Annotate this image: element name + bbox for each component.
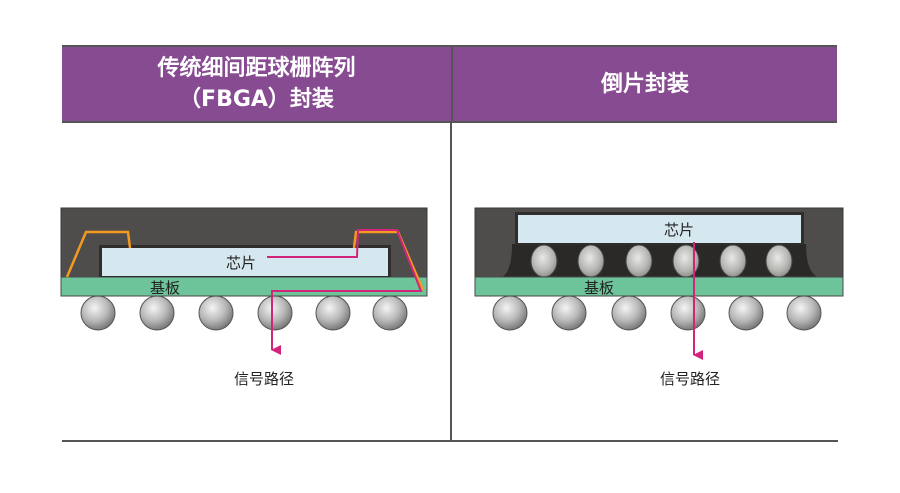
solder-ball [492,295,528,331]
solder-ball [315,295,351,331]
fbga-signal-path-label: 信号路径 [234,370,294,388]
solder-ball [80,295,116,331]
flip-chip-package: 芯片 基板 信号路径 [474,207,844,388]
solder-ball [257,295,293,331]
bump [765,244,793,278]
solder-ball [670,295,706,331]
solder-ball [139,295,175,331]
column-divider [450,123,452,441]
solder-ball [551,295,587,331]
flip-chip-substrate-label: 基板 [584,279,614,297]
fbga-substrate [60,276,428,297]
solder-ball [372,295,408,331]
header-fbga: 传统细间距球栅阵列 （FBGA）封装 [62,45,451,123]
bottom-rule [62,440,838,442]
bump [719,244,747,278]
flip-chip-signal-path-label: 信号路径 [660,370,720,388]
fbga-chip [102,248,388,276]
flip-chip-bumps [530,244,793,278]
header-flip-chip-title: 倒片封装 [600,71,689,97]
solder-ball [786,295,822,331]
fbga-package: 芯片 基板 信号路径 [60,207,428,388]
bump [625,244,653,278]
solder-ball [198,295,234,331]
fbga-chip-label: 芯片 [226,254,256,272]
fbga-solder-balls [80,295,408,331]
fbga-wire-bond-left [65,230,132,278]
bump [577,244,605,278]
fbga-substrate-label: 基板 [150,279,180,297]
header-fbga-line2: （FBGA）封装 [179,87,334,112]
flip-chip-substrate [474,276,844,297]
header-flip-chip: 倒片封装 [451,45,837,123]
bump [672,244,700,278]
flip-chip-chip [518,215,801,243]
bump [530,244,558,278]
solder-ball [728,295,764,331]
fbga-signal-path [267,229,423,355]
header-fbga-line1: 传统细间距球栅阵列 [157,56,356,81]
fbga-wire-bond-right [352,230,425,291]
flip-chip-chip-label: 芯片 [664,221,694,239]
solder-ball [611,295,647,331]
flip-chip-solder-balls [492,295,822,331]
